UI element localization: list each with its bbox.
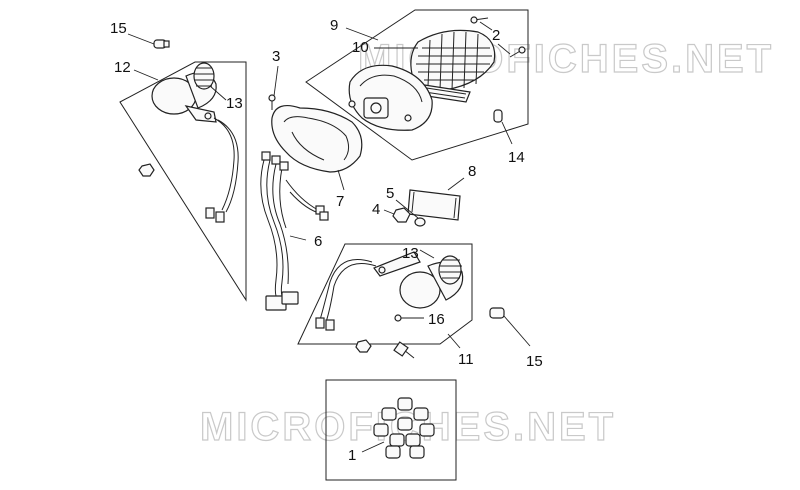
fuse-kit	[373, 397, 435, 459]
group-frame-tail-light	[305, 9, 529, 161]
screw-part-2a	[470, 16, 489, 24]
callout-2: 2	[492, 27, 500, 44]
nut-part-4	[392, 207, 411, 223]
callout-12: 12	[114, 59, 131, 76]
callout-10: 10	[352, 39, 369, 56]
wiring-harness	[260, 151, 329, 311]
washer-part-5	[414, 217, 426, 227]
bulb-part-15-right	[489, 307, 505, 319]
callout-11: 11	[458, 351, 474, 368]
left-indicator	[151, 62, 239, 223]
callout-7: 7	[336, 193, 344, 210]
callout-15-right: 15	[526, 353, 543, 370]
group-frame-left-indicator	[119, 61, 247, 302]
callout-3: 3	[272, 48, 280, 65]
screw-part-2b	[509, 46, 526, 58]
bolt-right-indicator	[393, 341, 415, 359]
callout-13-left: 13	[226, 95, 243, 112]
callout-13-right: 13	[402, 245, 419, 262]
callout-4: 4	[372, 201, 380, 218]
group-frame-right-indicator	[297, 243, 473, 345]
callout-5: 5	[386, 185, 394, 202]
tail-light-housing	[348, 64, 433, 131]
callout-8: 8	[468, 163, 476, 180]
tail-light-lens	[410, 29, 496, 91]
nut-left-indicator	[138, 163, 155, 177]
callout-15-left: 15	[110, 20, 127, 37]
right-indicator	[315, 251, 464, 331]
bulb-part-15-left	[153, 39, 170, 49]
callout-6: 6	[314, 233, 322, 250]
bulb-part-14	[493, 109, 503, 123]
plate-bracket	[407, 189, 461, 221]
leader-lines	[127, 21, 531, 453]
group-frame-fuse-kit	[325, 379, 457, 481]
tail-light-support	[271, 105, 363, 173]
screw-part-3	[268, 94, 276, 110]
nut-right-indicator	[355, 339, 372, 353]
callout-1: 1	[348, 447, 356, 464]
callout-16: 16	[428, 311, 445, 328]
callout-14: 14	[508, 149, 525, 166]
callout-9: 9	[330, 17, 338, 34]
